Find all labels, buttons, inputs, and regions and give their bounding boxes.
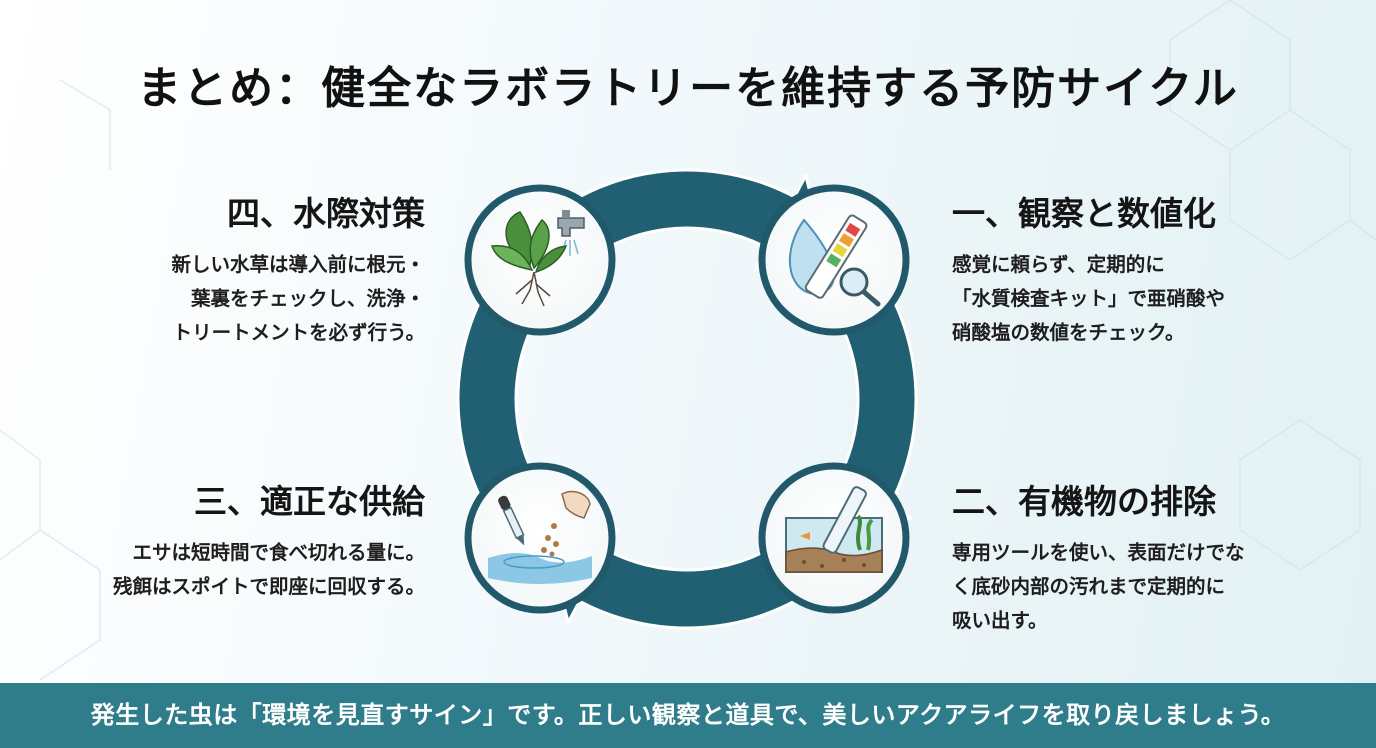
footer-banner: 発生した虫は「環境を見直すサイン」です。正しい観察と道具で、美しいアクアライフを…	[0, 683, 1376, 748]
step-3-line-2: 残餌はスポイトで即座に回収する。	[112, 575, 425, 598]
step-4-line-1: 新しい水草は導入前に根元・	[171, 253, 425, 276]
step-3-heading: 三、適正な供給	[194, 482, 425, 521]
step-3-line-1: エサは短時間で食べ切れる量に。	[132, 541, 425, 564]
step-2-line-2: く底砂内部の汚れまで定期的に	[952, 575, 1226, 598]
step-1-block: 一、観察と数値化 感覚に頼らず、定期的に 「水質検査キット」で亜硝酸や 硝酸塩の…	[952, 192, 1362, 350]
gravel-cleaner-icon	[785, 486, 883, 573]
step-4-line-3: トリートメントを必ず行う。	[172, 321, 425, 344]
step-4-line-2: 葉裏をチェックし、洗浄・	[190, 287, 425, 310]
step-2-line-3: 吸い出す。	[952, 609, 1048, 632]
step-3-block: 三、適正な供給 エサは短時間で食べ切れる量に。 残餌はスポイトで即座に回収する。	[40, 480, 425, 604]
step-4-block: 四、水際対策 新しい水草は導入前に根元・ 葉裏をチェックし、洗浄・ トリートメン…	[40, 192, 425, 350]
arrow-feed-to-prevent	[546, 511, 859, 630]
step-4-heading: 四、水際対策	[227, 194, 425, 233]
feeding-dropper-icon	[488, 490, 592, 584]
icon-circle-feed	[464, 462, 616, 614]
step-2-heading: 二、有機物の排除	[952, 482, 1216, 521]
step-2-line-1: 専用ツールを使い、表面だけでな	[952, 541, 1245, 564]
water-test-kit-icon	[788, 214, 881, 307]
step-2-block: 二、有機物の排除 専用ツールを使い、表面だけでな く底砂内部の汚れまで定期的に …	[952, 480, 1362, 638]
step-1-line-1: 感覚に頼らず、定期的に	[952, 253, 1165, 276]
step-1-line-3: 硝酸塩の数値をチェック。	[952, 321, 1185, 344]
plant-rinse-icon	[490, 210, 585, 307]
step-1-line-2: 「水質検査キット」で亜硝酸や	[952, 287, 1226, 310]
step-1-heading: 一、観察と数値化	[952, 194, 1216, 233]
page-title: まとめ：健全なラボラトリーを維持する予防サイクル	[137, 63, 1239, 114]
